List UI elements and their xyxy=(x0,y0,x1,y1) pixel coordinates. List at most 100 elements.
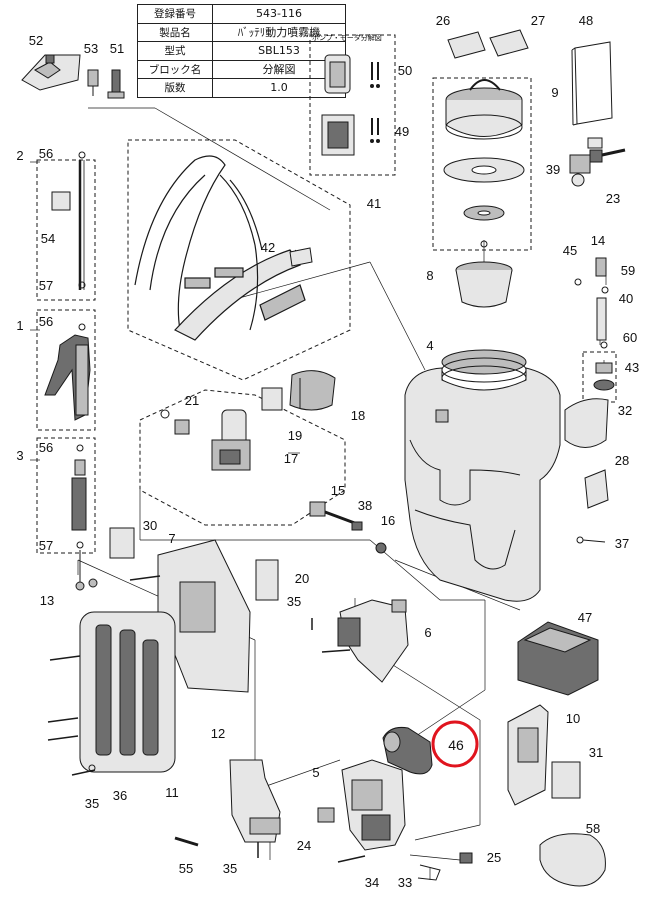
callout-label-c35c: 35 xyxy=(223,861,237,876)
part-11-back-panel xyxy=(79,611,176,773)
callout-label-c55: 55 xyxy=(179,861,193,876)
callout-label-c60: 60 xyxy=(623,330,637,345)
callout-label-c52: 52 xyxy=(29,33,43,48)
part-53-fitting xyxy=(87,69,99,96)
pump-motor-box-title: ポンプ・モータ分解図 xyxy=(312,34,382,42)
callout-label-c27: 27 xyxy=(531,13,545,28)
callout-layer: 1234567891011121314151617181920212324252… xyxy=(16,13,639,890)
callout-label-c34: 34 xyxy=(365,875,379,890)
callout-label-c6: 6 xyxy=(424,625,431,640)
part-8-strainer xyxy=(455,261,513,308)
callout-label-c30: 30 xyxy=(143,518,157,533)
part-50-motor xyxy=(324,54,380,94)
callout-label-c12: 12 xyxy=(211,726,225,741)
callout-label-c47: 47 xyxy=(578,610,592,625)
callout-label-c56a: 56 xyxy=(39,146,53,161)
callout-label-c50: 50 xyxy=(398,63,412,78)
part-20-pad xyxy=(255,559,279,601)
callout-label-c19: 19 xyxy=(288,428,302,443)
callout-label-c37: 37 xyxy=(615,536,629,551)
part-9-cap xyxy=(445,79,523,140)
part-38-nut xyxy=(351,521,363,531)
part-31-label xyxy=(551,761,581,799)
callout-label-c28: 28 xyxy=(615,453,629,468)
callout-label-c45: 45 xyxy=(563,243,577,258)
callout-label-c24: 24 xyxy=(297,838,311,853)
callout-label-c20: 20 xyxy=(295,571,309,586)
callout-label-c48: 48 xyxy=(579,13,593,28)
part-33-wire xyxy=(417,864,441,881)
callout-label-c56b: 56 xyxy=(39,314,53,329)
callout-label-c7: 7 xyxy=(168,531,175,546)
callout-label-c26: 26 xyxy=(436,13,450,28)
callout-label-c18: 18 xyxy=(351,408,365,423)
callout-label-c21: 21 xyxy=(185,393,199,408)
part-10-cover xyxy=(507,704,549,806)
callout-label-c17: 17 xyxy=(284,451,298,466)
part-39-gasket xyxy=(443,157,525,248)
callout-label-c57b: 57 xyxy=(39,538,53,553)
part-32-label xyxy=(564,398,609,448)
callout-label-c56c: 56 xyxy=(39,440,53,455)
callout-label-c13: 13 xyxy=(40,593,54,608)
callout-label-c14: 14 xyxy=(591,233,605,248)
callout-label-c49: 49 xyxy=(395,124,409,139)
part-12-bracket xyxy=(229,759,281,843)
part-19-pad xyxy=(261,387,283,411)
part-30-pad xyxy=(109,527,135,559)
callout-label-c35a: 35 xyxy=(287,594,301,609)
part-55-pin xyxy=(174,836,199,847)
part-2-wand xyxy=(51,151,86,290)
part-43-filter xyxy=(593,362,615,391)
part-27-label xyxy=(489,29,529,57)
callout-label-c59: 59 xyxy=(621,263,635,278)
callout-label-c54: 54 xyxy=(41,231,55,246)
callout-label-c36: 36 xyxy=(113,788,127,803)
part-48-manual xyxy=(571,41,613,126)
callout-label-c41: 41 xyxy=(367,196,381,211)
pump-motor-box xyxy=(309,34,396,176)
group-boxes xyxy=(36,34,617,554)
part-42-clip xyxy=(289,247,313,267)
callout-label-c42: 42 xyxy=(261,240,275,255)
part-3-nozzle xyxy=(71,444,87,591)
callout-label-c3: 3 xyxy=(16,448,23,463)
part-5-base xyxy=(341,759,406,851)
callout-label-c25: 25 xyxy=(487,850,501,865)
info-value: 1.0 xyxy=(212,78,346,98)
callout-label-c46: 46 xyxy=(448,737,464,753)
nozzle-group-3-box xyxy=(36,437,96,554)
part-40-tube xyxy=(596,297,607,341)
callout-label-c33: 33 xyxy=(398,875,412,890)
part-47-battery xyxy=(517,621,599,696)
part-60-oring xyxy=(600,341,608,349)
part-6-bracket xyxy=(337,599,409,683)
part-28-label xyxy=(584,469,609,509)
part-52-nozzle-cap xyxy=(21,54,81,91)
callout-label-c11: 11 xyxy=(165,785,179,800)
callout-label-c40: 40 xyxy=(619,291,633,306)
callout-label-c53: 53 xyxy=(84,41,98,56)
callout-label-c32: 32 xyxy=(618,403,632,418)
part-4-tank xyxy=(404,349,561,602)
callout-label-c5: 5 xyxy=(312,765,319,780)
callout-label-c43: 43 xyxy=(625,360,639,375)
callout-label-c2: 2 xyxy=(16,148,23,163)
part-49-pump xyxy=(321,114,380,156)
pump-group-box xyxy=(139,389,346,526)
callout-label-c35b: 35 xyxy=(85,796,99,811)
callout-label-c10: 10 xyxy=(566,711,580,726)
callout-label-c57a: 57 xyxy=(39,278,53,293)
part-41-harness xyxy=(134,155,306,341)
part-14-fitting xyxy=(595,257,607,277)
callout-label-c23: 23 xyxy=(606,191,620,206)
part-51-fitting xyxy=(107,69,125,99)
part-58-pad xyxy=(539,833,606,887)
part-37-screw xyxy=(576,536,606,544)
part-36-washer xyxy=(88,764,96,772)
callout-label-c58: 58 xyxy=(586,821,600,836)
part-25-bolt xyxy=(459,852,473,864)
callout-label-c31: 31 xyxy=(589,745,603,760)
